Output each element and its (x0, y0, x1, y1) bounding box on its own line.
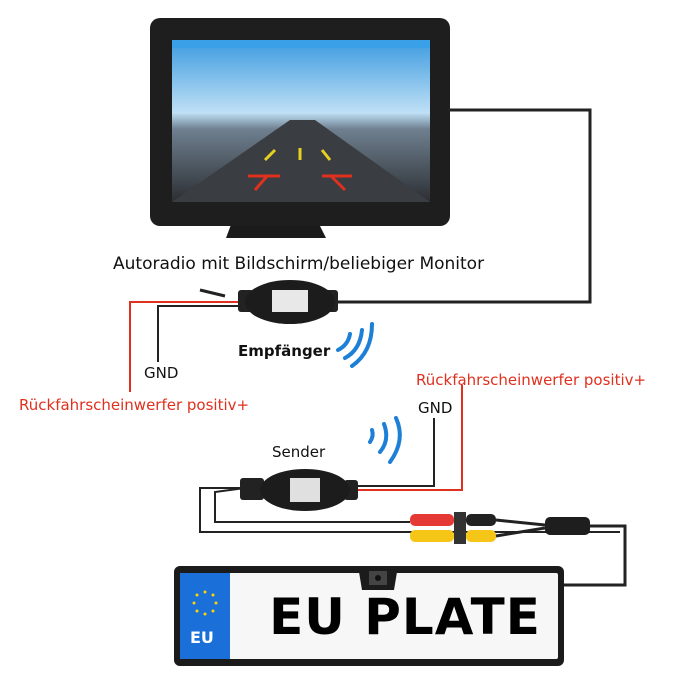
monitor-cable (330, 108, 592, 304)
receiver-wifi-icon (336, 322, 374, 368)
receiver-label: Empfänger (238, 342, 331, 360)
receiver-module (238, 280, 338, 324)
receiver-positive-label: Rückfahrscheinwerfer positiv+ (19, 396, 250, 414)
sender-gnd-label: GND (418, 399, 453, 417)
sender-wifi-icon (368, 416, 402, 464)
sender-module (240, 469, 358, 511)
monitor-caption: Autoradio mit Bildschirm/beliebiger Moni… (113, 254, 485, 274)
plate-country-code: EU (190, 628, 214, 647)
receiver-gnd-label: GND (144, 364, 179, 382)
sender-positive-label: Rückfahrscheinwerfer positiv+ (416, 371, 647, 389)
rca-connectors (410, 512, 627, 587)
plate-text: EU PLATE (269, 588, 541, 646)
sender-label: Sender (272, 443, 326, 461)
monitor (150, 18, 450, 238)
license-plate-frame (174, 566, 564, 666)
